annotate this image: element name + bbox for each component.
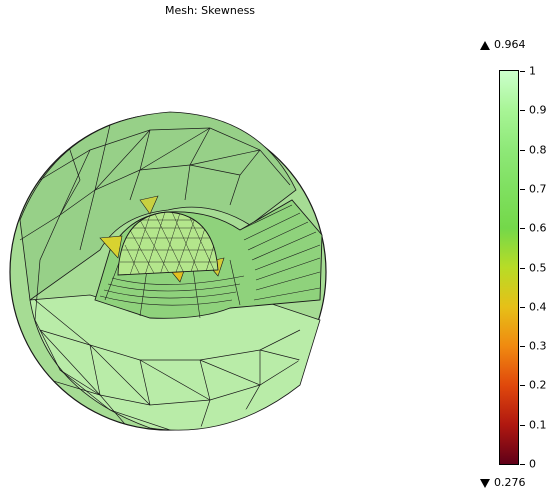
max-triangle-icon (480, 40, 490, 50)
colorbar-tick-label: 0 (529, 457, 536, 471)
colorbar-tick (520, 188, 525, 190)
colorbar-tick (520, 385, 525, 387)
min-value: 0.276 (494, 476, 526, 489)
colorbar-tick (520, 424, 525, 426)
colorbar-tick-label: 0.9 (529, 103, 547, 117)
colorbar-tick (520, 149, 525, 151)
colorbar-tick-label: 0.7 (529, 182, 547, 196)
colorbar-tick (520, 306, 525, 308)
colorbar-tick (520, 110, 525, 112)
max-value-label: 0.964 (480, 38, 526, 51)
colorbar-tick-label: 1 (529, 64, 536, 78)
colorbar-tick-label: 0.8 (529, 143, 547, 157)
colorbar-tick (520, 346, 525, 348)
colorbar-tick (520, 464, 525, 465)
colorbar-tick-label: 0.5 (529, 261, 547, 274)
colorbar-tick-label: 0.3 (529, 339, 547, 353)
inner-sphere (117, 211, 219, 276)
colorbar-tick-label: 0.2 (529, 378, 547, 392)
colorbar-tick (520, 228, 525, 230)
max-value: 0.964 (494, 38, 526, 51)
mesh-geometry (9, 111, 327, 431)
colorbar-tick-label: 0.6 (529, 221, 547, 235)
plot-title: Mesh: Skewness (164, 4, 256, 17)
colorbar-tick-label: 0.1 (529, 418, 547, 432)
min-value-label: 0.276 (480, 476, 526, 489)
surface-triangulation (19, 119, 301, 430)
min-triangle-icon (480, 478, 490, 488)
colorbar-tick-label: 0.4 (529, 300, 547, 314)
colorbar-tick (520, 71, 525, 72)
color-legend-bar (499, 70, 519, 465)
colorbar-tick (520, 267, 525, 269)
